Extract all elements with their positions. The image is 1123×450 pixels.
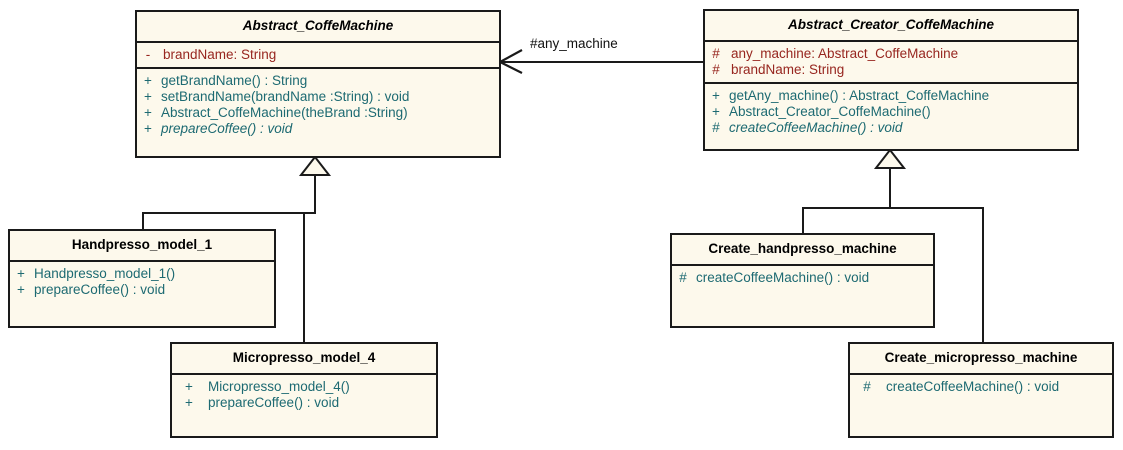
class-micropresso-model-4[interactable]: Micropresso_model_4 + Micropresso_model_…	[170, 342, 438, 438]
class-abstract-coffemachine[interactable]: Abstract_CoffeMachine - brandName: Strin…	[135, 10, 501, 158]
generalization-bus-left	[142, 212, 316, 214]
method-text: setBrandName(brandName :String) : void	[161, 88, 410, 104]
method-text: createCoffeeMachine() : void	[886, 378, 1060, 394]
method-text: prepareCoffee() : void	[161, 120, 293, 136]
generalization-stem-left	[314, 172, 316, 214]
visibility-marker: #	[679, 269, 687, 285]
class-name-create-micropresso-machine: Create_micropresso_machine	[884, 350, 1078, 365]
method-row: + Abstract_CoffeMachine(theBrand :String…	[137, 105, 499, 121]
visibility-marker: +	[17, 281, 25, 297]
class-handpresso-model-1[interactable]: Handpresso_model_1 + Handpresso_model_1(…	[8, 229, 276, 328]
methods-compartment-abstract-creator-coffemachine: + getAny_machine() : Abstract_CoffeMachi…	[705, 81, 1077, 150]
method-text: Abstract_Creator_CoffeMachine()	[729, 103, 931, 119]
class-abstract-creator-coffemachine[interactable]: Abstract_Creator_CoffeMachine # any_mach…	[703, 9, 1079, 151]
method-text: Abstract_CoffeMachine(theBrand :String)	[161, 104, 408, 120]
method-row: # createCoffeeMachine() : void	[850, 379, 1112, 395]
generalization-branch-handpresso	[142, 212, 144, 230]
method-text: createCoffeeMachine() : void	[729, 119, 903, 135]
method-text: Micropresso_model_4()	[208, 378, 350, 394]
visibility-marker: +	[712, 103, 720, 119]
visibility-marker: +	[144, 72, 152, 88]
method-text: Handpresso_model_1()	[34, 265, 176, 281]
method-text: prepareCoffee() : void	[208, 394, 340, 410]
visibility-marker: +	[144, 104, 152, 120]
class-create-micropresso-machine[interactable]: Create_micropresso_machine # createCoffe…	[848, 342, 1114, 438]
class-name-abstract-creator-coffemachine: Abstract_Creator_CoffeMachine	[787, 17, 995, 32]
visibility-marker: +	[144, 120, 152, 136]
method-text: createCoffeeMachine() : void	[696, 269, 870, 285]
visibility-marker: +	[712, 87, 720, 103]
method-row: + getBrandName() : String	[137, 73, 499, 89]
attribute-row: - brandName: String	[137, 47, 499, 63]
method-row: + prepareCoffee() : void	[10, 282, 274, 298]
visibility-marker: +	[185, 378, 193, 394]
method-row: + setBrandName(brandName :String) : void	[137, 89, 499, 105]
generalization-branch-create-handpresso	[802, 207, 804, 235]
attribute-row: # brandName: String	[705, 62, 1077, 78]
association-label-any-machine: #any_machine	[530, 36, 618, 51]
generalization-bus-right	[802, 207, 984, 209]
visibility-marker: #	[712, 119, 720, 135]
generalization-branch-create-micropresso	[982, 207, 984, 343]
method-row: + getAny_machine() : Abstract_CoffeMachi…	[705, 88, 1077, 104]
attributes-compartment-abstract-creator-coffemachine: # any_machine: Abstract_CoffeMachine # b…	[705, 39, 1077, 82]
method-row: + Handpresso_model_1()	[10, 266, 274, 282]
methods-compartment-micropresso-model-4: + Micropresso_model_4() + prepareCoffee(…	[172, 372, 436, 437]
methods-compartment-handpresso-model-1: + Handpresso_model_1() + prepareCoffee()…	[10, 259, 274, 327]
attribute-row: # any_machine: Abstract_CoffeMachine	[705, 46, 1077, 62]
attribute-text: brandName: String	[163, 46, 277, 62]
method-text: prepareCoffee() : void	[34, 281, 166, 297]
attribute-text: any_machine: Abstract_CoffeMachine	[731, 45, 959, 61]
method-row: + Abstract_Creator_CoffeMachine()	[705, 104, 1077, 120]
visibility-marker: -	[145, 46, 151, 62]
method-text: getAny_machine() : Abstract_CoffeMachine	[729, 87, 990, 103]
method-row: + Micropresso_model_4()	[172, 379, 436, 395]
attribute-text: brandName: String	[731, 61, 845, 77]
visibility-marker: +	[17, 265, 25, 281]
method-row: + prepareCoffee() : void	[172, 395, 436, 411]
method-text: getBrandName() : String	[161, 72, 308, 88]
visibility-marker: +	[144, 88, 152, 104]
class-name-micropresso-model-4: Micropresso_model_4	[232, 350, 376, 365]
methods-compartment-abstract-coffemachine: + getBrandName() : String + setBrandName…	[137, 66, 499, 157]
method-row: # createCoffeeMachine() : void	[672, 270, 933, 286]
class-name-create-handpresso-machine: Create_handpresso_machine	[708, 241, 897, 256]
methods-compartment-create-micropresso-machine: # createCoffeeMachine() : void	[850, 372, 1112, 437]
association-line-any-machine	[500, 61, 705, 63]
visibility-marker: +	[185, 394, 193, 410]
class-create-handpresso-machine[interactable]: Create_handpresso_machine # createCoffee…	[670, 233, 935, 328]
class-name-abstract-coffemachine: Abstract_CoffeMachine	[242, 18, 394, 33]
generalization-stem-right	[889, 165, 891, 209]
visibility-marker: #	[712, 45, 720, 61]
visibility-marker: #	[863, 378, 871, 394]
visibility-marker: #	[712, 61, 720, 77]
class-name-handpresso-model-1: Handpresso_model_1	[71, 237, 213, 252]
methods-compartment-create-handpresso-machine: # createCoffeeMachine() : void	[672, 263, 933, 327]
method-row: + prepareCoffee() : void	[137, 121, 499, 137]
attributes-compartment-abstract-coffemachine: - brandName: String	[137, 40, 499, 67]
method-row: # createCoffeeMachine() : void	[705, 120, 1077, 136]
generalization-branch-micropresso	[303, 212, 305, 343]
